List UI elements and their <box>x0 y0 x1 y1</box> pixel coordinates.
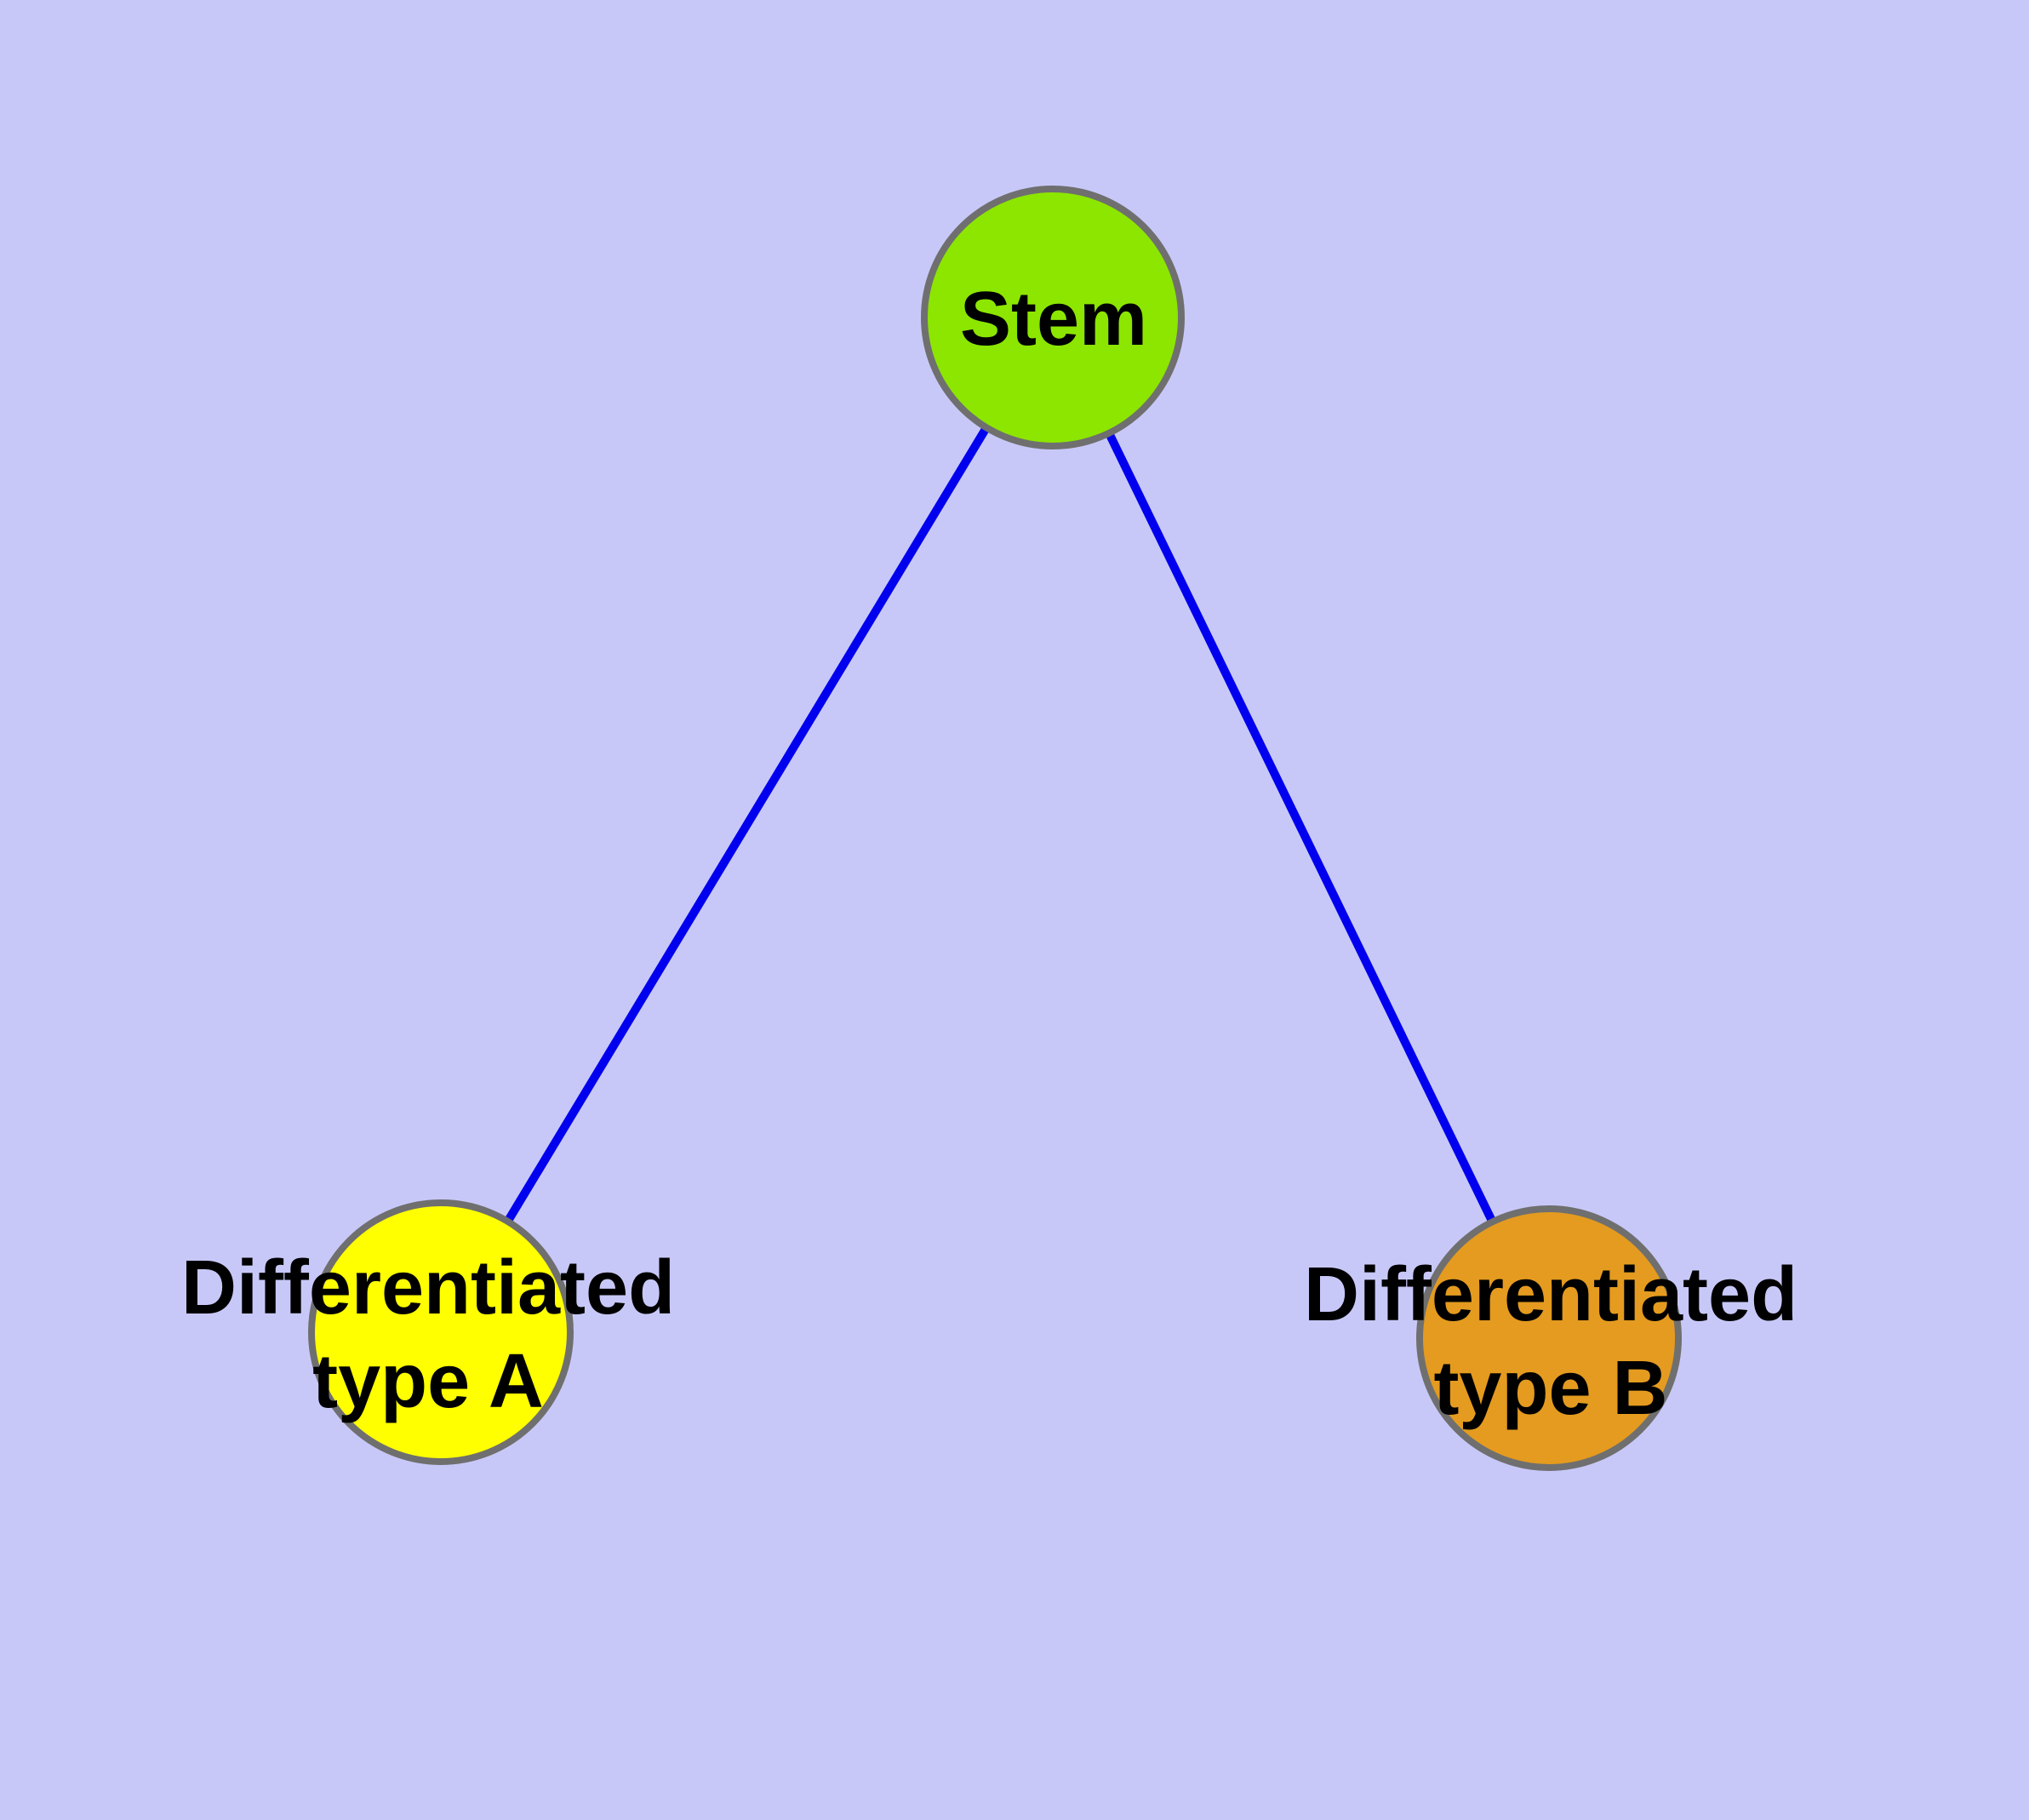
edge-stem-to-type-a <box>437 313 1057 1336</box>
node-label-stem: Stem <box>960 272 1147 366</box>
label-line: Differentiated <box>180 1245 676 1331</box>
node-differentiated-type-b <box>1416 1205 1682 1471</box>
node-stem <box>921 186 1185 449</box>
label-line: Stem <box>959 277 1148 362</box>
node-label-differentiated-type-b: Differentiated type B <box>1304 1248 1798 1435</box>
label-line: type B <box>1433 1346 1668 1431</box>
node-differentiated-type-a <box>308 1199 574 1465</box>
node-label-differentiated-type-a: Differentiated type A <box>181 1241 675 1428</box>
label-line: Differentiated <box>1303 1252 1798 1337</box>
label-line: type A <box>312 1339 544 1424</box>
edge-stem-to-type-b <box>1049 313 1553 1342</box>
